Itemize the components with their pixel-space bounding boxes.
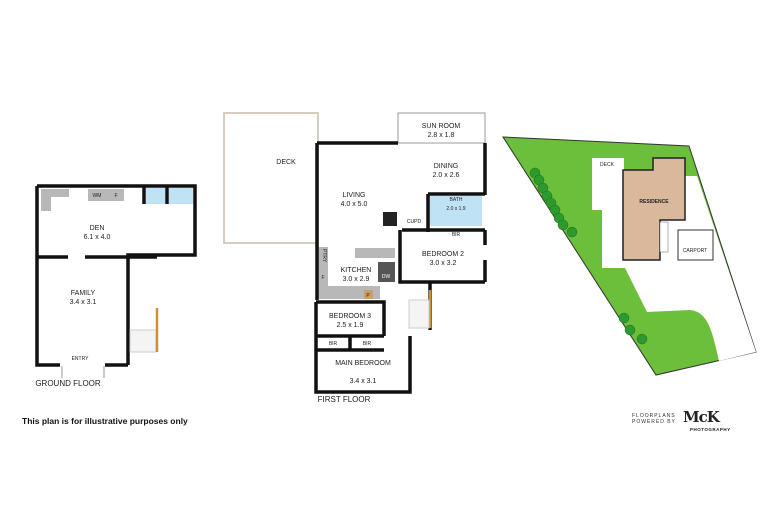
disclaimer-text: This plan is for illustrative purposes o… [22, 416, 188, 426]
cupboard-label: CUPD [407, 219, 422, 225]
room-size-bath: 2.0 x 1.9 [446, 206, 465, 212]
first-stairs [408, 299, 430, 329]
site-plan: DECK RESIDENCE CARPORT [502, 136, 757, 376]
laundry-bench-side [41, 189, 51, 211]
wm-label: WM [93, 193, 102, 199]
room-label-dining: DINING [434, 163, 459, 170]
brand-line-1: FLOORPLANS [632, 413, 676, 419]
room-label-living: LIVING [343, 192, 366, 199]
room-label-bath: BATH [450, 197, 463, 203]
dishwasher [378, 262, 395, 282]
ground-floor-title: GROUND FLOOR [35, 379, 101, 388]
fridge-label-first: F [321, 275, 324, 281]
shower-area [169, 188, 193, 204]
room-label-main-bedroom: MAIN BEDROOM [335, 360, 391, 367]
brand-logo-sub: PHOTOGRAPHY [690, 427, 731, 432]
room-label-bedroom-3: BEDROOM 3 [329, 313, 371, 320]
room-size-family: 3.4 x 3.1 [70, 299, 97, 306]
room-label-den: DEN [90, 225, 105, 232]
carport-label: CARPORT [683, 248, 707, 254]
sun-room-outline [397, 112, 486, 144]
brand-tagline: FLOORPLANS POWERED BY [632, 413, 676, 425]
first-lower-walls [314, 282, 432, 394]
wc-area [146, 188, 165, 204]
brand-line-2: POWERED BY [632, 419, 676, 425]
room-size-den: 6.1 x 4.0 [84, 234, 111, 241]
room-label-family: FAMILY [71, 290, 96, 297]
room-label-bedroom-2: BEDROOM 2 [422, 251, 464, 258]
room-size-kitchen: 3.0 x 2.9 [343, 276, 370, 283]
ground-floor-plan: DEN 6.1 x 4.0 FAMILY 3.4 x 3.1 ENTRY WM … [35, 184, 197, 388]
room-label-kitchen: KITCHEN [341, 267, 372, 274]
laundry-bench [41, 189, 69, 197]
room-size-sun-room: 2.8 x 1.8 [428, 132, 455, 139]
room-label-sun-room: SUN ROOM [422, 123, 461, 130]
fireplace [383, 212, 397, 226]
entry-label: ENTRY [72, 356, 90, 362]
site-stairs [659, 221, 669, 253]
entry-doors [61, 366, 105, 378]
tree-icon [618, 312, 630, 324]
room-size-main-bedroom: 3.4 x 3.1 [350, 378, 377, 385]
tree-icon [624, 324, 636, 336]
site-deck [592, 158, 624, 210]
site-trees [529, 167, 648, 345]
bath-area [429, 196, 482, 226]
ground-walls [35, 184, 197, 367]
bir-label-bedroom2: BIR [452, 232, 461, 238]
residence-footprint [622, 157, 686, 261]
ground-inner-walls [37, 186, 169, 259]
bir-label-right: BIR [363, 341, 372, 347]
wm-fridge-bench [88, 189, 124, 201]
tree-icon [557, 219, 569, 231]
pantry-p-label: P [366, 293, 370, 299]
fridge-label: F [114, 193, 117, 199]
deck-label: DECK [276, 159, 296, 166]
first-floor-title: FIRST FLOOR [318, 395, 371, 404]
brand-logo: McK [683, 408, 720, 426]
room-size-living: 4.0 x 5.0 [341, 201, 368, 208]
pantry-bench [318, 247, 328, 299]
room-size-bedroom-3: 2.5 x 1.9 [337, 322, 364, 329]
residence-label: RESIDENCE [639, 199, 669, 205]
tree-icon [636, 333, 648, 345]
carport-outline [677, 229, 714, 261]
deck-outline [223, 112, 319, 244]
bir-label-left: BIR [329, 341, 338, 347]
pantry-p [364, 290, 373, 299]
dw-label: DW [382, 274, 391, 280]
room-size-dining: 2.0 x 2.6 [433, 172, 460, 179]
kitchen-island [355, 248, 395, 258]
ground-stairs [129, 329, 157, 353]
first-floor-plan: DECK SUN ROOM 2.8 x 1.8 DINING 2.0 x 2.6… [223, 112, 487, 404]
first-walls [315, 141, 487, 300]
tree-icon [566, 226, 578, 238]
pantry-label: PTRY [321, 249, 327, 263]
site-deck-label: DECK [600, 162, 615, 168]
room-size-bedroom-2: 3.0 x 3.2 [430, 260, 457, 267]
